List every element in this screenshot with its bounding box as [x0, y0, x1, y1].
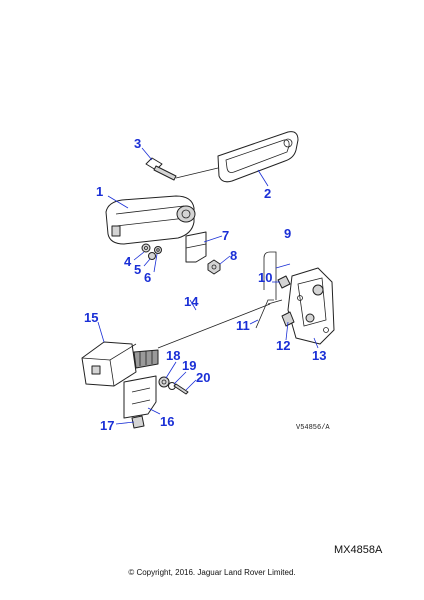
callout-19: 19 — [182, 358, 196, 373]
part-bracket-7 — [185, 231, 207, 263]
callout-6: 6 — [144, 270, 151, 285]
callout-1: 1 — [96, 184, 103, 199]
callout-9: 9 — [284, 226, 291, 241]
part-clip-17 — [131, 415, 145, 429]
part-door-lock — [287, 267, 335, 345]
part-fastener-6 — [154, 246, 162, 254]
part-rod-9 — [263, 251, 277, 300]
callouts: 1 2 3 4 5 6 7 8 9 10 11 12 13 14 15 16 1… — [84, 136, 326, 433]
part-clip-12 — [281, 311, 295, 327]
part-fastener-5 — [148, 252, 156, 260]
part-mounting-bracket — [123, 375, 157, 419]
callout-11: 11 — [236, 318, 250, 333]
part-handle-bezel — [217, 131, 299, 183]
callout-17: 17 — [100, 418, 114, 433]
part-nut-8 — [207, 259, 221, 275]
diagram-code: MX4858A — [334, 544, 383, 556]
callout-4: 4 — [124, 254, 132, 269]
callout-12: 12 — [276, 338, 290, 353]
callout-3: 3 — [134, 136, 141, 151]
callout-15: 15 — [84, 310, 98, 325]
callout-18: 18 — [166, 348, 180, 363]
leader-lines — [97, 147, 319, 425]
callout-13: 13 — [312, 348, 326, 363]
part-clip-10 — [277, 275, 291, 289]
callout-10: 10 — [258, 270, 272, 285]
part-fastener-4 — [141, 243, 151, 253]
part-rod-14 — [157, 299, 283, 349]
callout-7: 7 — [222, 228, 229, 243]
callout-16: 16 — [160, 414, 174, 429]
callout-2: 2 — [264, 186, 271, 201]
callout-14: 14 — [184, 294, 199, 309]
part-screw-20 — [173, 383, 189, 395]
part-actuator — [81, 341, 159, 387]
callout-20: 20 — [196, 370, 210, 385]
drawing-code: V54856/A — [296, 424, 330, 432]
part-key — [145, 157, 219, 181]
part-grommet-18 — [158, 376, 170, 388]
part-rod-11 — [255, 299, 274, 329]
callout-8: 8 — [230, 248, 237, 263]
callout-5: 5 — [134, 262, 141, 277]
copyright-notice: © Copyright, 2016. Jaguar Land Rover Lim… — [128, 568, 296, 577]
